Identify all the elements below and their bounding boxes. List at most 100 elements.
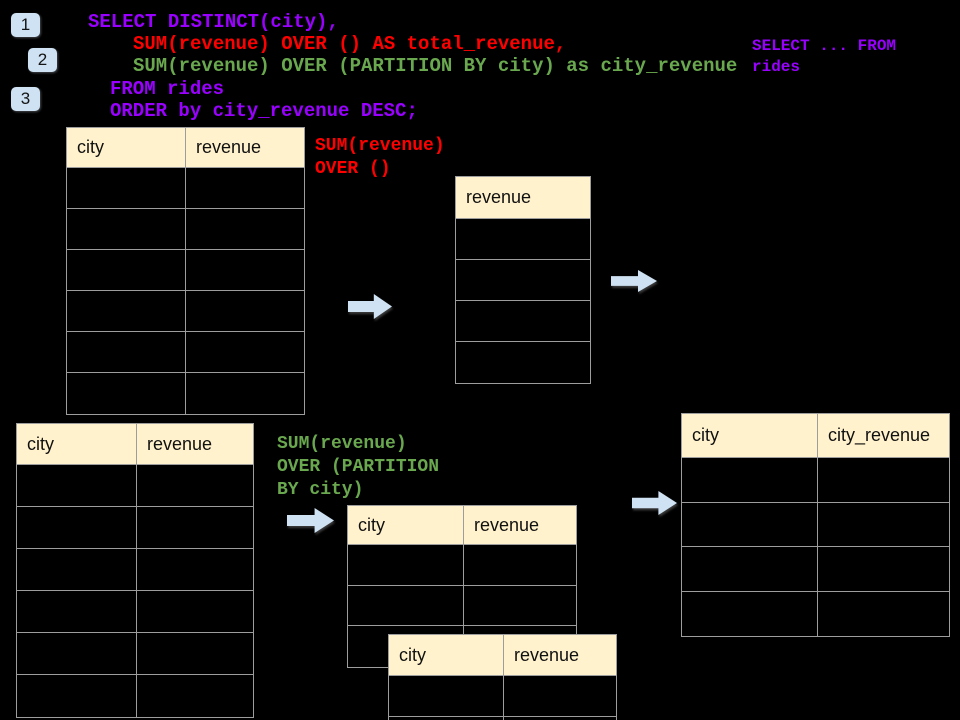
- table-cell: [17, 507, 137, 548]
- table-row: [67, 291, 304, 332]
- step-badge-2: 2: [28, 48, 57, 72]
- side-note-line-1: SELECT ... FROM: [752, 37, 897, 55]
- column-header-city: city: [682, 414, 818, 457]
- table-row: [456, 301, 590, 342]
- table-cell: [186, 291, 304, 331]
- sql-line-from: FROM rides: [110, 78, 225, 100]
- table-row: [67, 332, 304, 373]
- table-cell: [818, 547, 949, 591]
- table-row: [682, 458, 949, 503]
- table-cell: [464, 586, 576, 626]
- table-total-revenue-result: revenue: [455, 176, 591, 384]
- table-partition-step: city revenue: [347, 505, 577, 668]
- column-header-revenue: revenue: [514, 644, 580, 665]
- annotation-partition-line-1: SUM(revenue): [277, 434, 407, 454]
- table-cell: [67, 373, 186, 414]
- table-cell: [464, 545, 576, 585]
- table-cell: [818, 503, 949, 547]
- table-cell: [682, 591, 818, 636]
- arrow-right-icon: [611, 270, 657, 292]
- column-header-city: city: [17, 424, 137, 464]
- step-badge-1: 1: [11, 13, 40, 37]
- flow-arrow-4: [632, 491, 677, 515]
- table-row: [17, 549, 253, 591]
- column-header-city: city: [348, 506, 464, 544]
- table-body: [17, 465, 253, 717]
- table-row: [17, 591, 253, 633]
- table-cell: [186, 373, 304, 414]
- table-cell: [348, 545, 464, 585]
- step-badge-3: 3: [11, 87, 40, 111]
- table-row: [67, 373, 304, 414]
- side-note-line-2: rides: [752, 58, 801, 76]
- table-cell: [186, 209, 304, 249]
- column-header-city: city: [389, 635, 504, 675]
- table-header-row: city revenue: [17, 424, 253, 465]
- table-row: [456, 260, 590, 301]
- table-body: [67, 168, 304, 414]
- column-header-revenue: revenue: [147, 433, 213, 454]
- annotation-partition-line-2: OVER (PARTITION: [277, 457, 440, 477]
- table-city-revenue-result: city city_revenue: [681, 413, 950, 637]
- table-cell: [137, 465, 253, 506]
- table-cell: [137, 591, 253, 632]
- table-cell: [389, 717, 504, 720]
- table-header-row: city revenue: [67, 128, 304, 168]
- table-cell: [67, 209, 186, 249]
- table-row: [67, 168, 304, 209]
- table-cell: [456, 342, 590, 383]
- sql-line-select: SELECT DISTINCT(city),: [88, 11, 339, 33]
- sql-line-order-by: ORDER by city_revenue DESC;: [110, 100, 418, 122]
- arrow-right-icon: [287, 508, 334, 533]
- column-header-city-revenue: city_revenue: [828, 425, 931, 445]
- table-cell: [818, 592, 949, 637]
- table-header-row: revenue: [456, 177, 590, 219]
- table-body: [456, 219, 590, 383]
- table-cell: [17, 591, 137, 632]
- table-cell: [67, 250, 186, 290]
- table-cell: [389, 676, 504, 716]
- table-cell: [456, 219, 590, 259]
- table-row: [682, 502, 949, 547]
- flow-arrow-3: [287, 508, 334, 533]
- table-cell: [456, 260, 590, 300]
- table-cell: [818, 458, 949, 502]
- table-cell: [137, 633, 253, 674]
- table-row: [456, 342, 590, 383]
- table-cell: [137, 549, 253, 590]
- table-cell: [682, 458, 818, 502]
- table-cell: [456, 301, 590, 341]
- table-cell: [348, 585, 464, 625]
- annotation-total-revenue-line-2: OVER (): [315, 159, 391, 179]
- table-body: [389, 676, 616, 720]
- annotation-partition-line-3: BY city): [277, 480, 364, 500]
- table-row: [682, 547, 949, 592]
- table-cell: [17, 675, 137, 717]
- table-row: [348, 585, 576, 626]
- table-row: [17, 633, 253, 675]
- table-cell: [67, 332, 186, 372]
- flow-arrow-2: [611, 270, 657, 292]
- table-row: [389, 676, 616, 717]
- arrow-right-icon: [632, 491, 677, 515]
- table-row: [67, 250, 304, 291]
- column-header-revenue: revenue: [196, 137, 262, 157]
- table-rides-bottom: city revenue: [16, 423, 254, 718]
- table-header-row: city revenue: [348, 506, 576, 545]
- table-header-row: city revenue: [389, 635, 616, 676]
- table-cell: [186, 332, 304, 372]
- table-cell: [137, 675, 253, 717]
- column-header-revenue: revenue: [466, 187, 532, 207]
- table-rides-top: city revenue: [66, 127, 305, 415]
- table-cell: [186, 250, 304, 290]
- table-row: [348, 545, 576, 586]
- table-row: [456, 219, 590, 260]
- table-cell: [17, 633, 137, 674]
- table-cell: [17, 465, 137, 506]
- flow-arrow-1: [348, 294, 392, 319]
- table-cell: [682, 547, 818, 591]
- table-body: [682, 458, 949, 636]
- column-header-revenue: revenue: [474, 514, 540, 535]
- table-cell: [17, 549, 137, 590]
- arrow-right-icon: [348, 294, 392, 319]
